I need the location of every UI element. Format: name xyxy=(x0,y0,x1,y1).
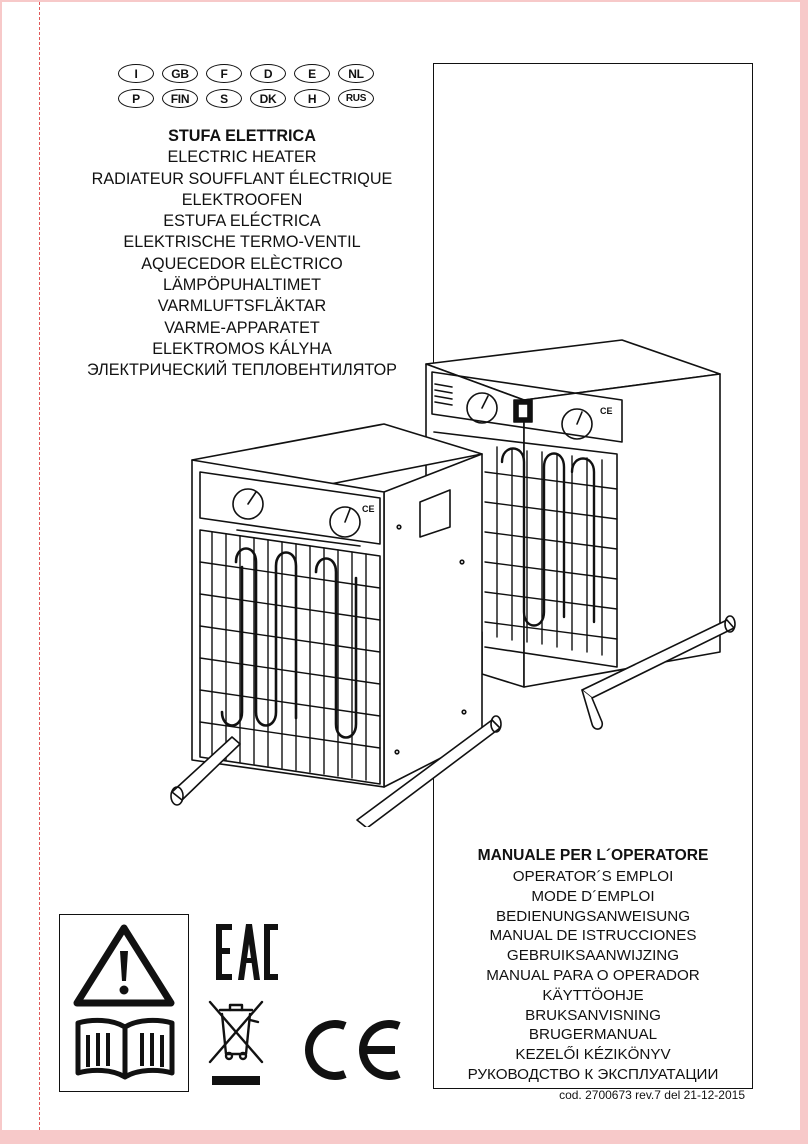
language-code: NL xyxy=(338,64,374,83)
product-title: ELEKTRISCHE TERMO-VENTIL xyxy=(123,233,361,252)
language-code: F xyxy=(206,64,242,83)
manual-title: BRUGERMANUAL xyxy=(528,1026,658,1044)
product-title: ELECTRIC HEATER xyxy=(167,148,317,167)
manual-title: MANUAL DE ISTRUCCIONES xyxy=(489,927,697,945)
manual-title: BEDIENUNGSANWEISUNG xyxy=(495,907,691,925)
front-heater: CE xyxy=(170,423,502,827)
language-code: GB xyxy=(162,64,198,83)
heater-illustration: CE xyxy=(170,339,736,827)
product-title: ELEKTROOFEN xyxy=(181,190,303,209)
language-code: FIN xyxy=(162,89,198,108)
language-code: RUS xyxy=(338,89,374,108)
svg-text:CE: CE xyxy=(600,406,613,416)
product-title: LÄMPÖPUHALTIMET xyxy=(162,276,321,295)
product-title-list: STUFA ELETTRICA ELECTRIC HEATER RADIATEU… xyxy=(57,126,427,382)
manual-title: MODE D´EMPLOI xyxy=(531,887,655,905)
product-title: ЭЛЕКТРИЧЕСКИЙ ТЕПЛОВЕНТИЛЯТОР xyxy=(87,361,397,380)
manual-title: BRUKSANVISNING xyxy=(525,1006,661,1024)
svg-text:CE: CE xyxy=(362,504,375,514)
language-code: D xyxy=(250,64,286,83)
language-code: S xyxy=(206,89,242,108)
manual-title: KEZELŐI KÉZIKÖNYV xyxy=(515,1046,671,1064)
ce-mark xyxy=(305,1020,401,1080)
product-title: AQUECEDOR ELÈCTRICO xyxy=(141,254,343,273)
product-title: RADIATEUR SOUFFLANT ÉLECTRIQUE xyxy=(91,169,393,188)
manual-title: GEBRUIKSAANWIJZING xyxy=(506,947,680,965)
product-title-italian: STUFA ELETTRICA xyxy=(168,127,316,145)
language-code: I xyxy=(118,64,154,83)
language-code: H xyxy=(294,89,330,108)
language-codes-row-2: P FIN S DK H RUS xyxy=(118,89,374,108)
language-code: DK xyxy=(250,89,286,108)
eac-mark xyxy=(216,924,278,980)
crossed-bin-icon xyxy=(208,1000,264,1085)
product-title: ESTUFA ELÉCTRICA xyxy=(163,212,321,231)
product-title: ELEKTROMOS KÁLYHA xyxy=(152,339,332,358)
product-title: VARMLUFTSFLÄKTAR xyxy=(157,297,327,316)
open-book-icon xyxy=(75,1017,175,1080)
document-code: cod. 2700673 rev.7 del 21-12-2015 xyxy=(559,1088,745,1102)
safety-symbols-box xyxy=(59,914,189,1092)
manual-title: KÄYTTÖOHJE xyxy=(542,986,644,1004)
manual-cover: I GB F D E NL P FIN S DK H RUS STUFA ELE… xyxy=(2,2,800,1130)
manual-title-italian: MANUALE PER L´OPERATORE xyxy=(477,847,709,864)
language-codes-row-1: I GB F D E NL xyxy=(118,64,374,83)
language-code: P xyxy=(118,89,154,108)
warning-triangle-icon xyxy=(73,924,175,1007)
manual-title-list: MANUALE PER L´OPERATORE OPERATOR´S EMPLO… xyxy=(434,845,752,1085)
manual-title: MANUAL PARA O OPERADOR xyxy=(486,966,700,984)
product-title: VARME-APPARATET xyxy=(164,318,320,337)
language-code: E xyxy=(294,64,330,83)
manual-title: РУКОВОДСТВО К ЭКСПЛУАТАЦИИ xyxy=(467,1065,719,1083)
manual-title: OPERATOR´S EMPLOI xyxy=(512,868,674,885)
cut-line xyxy=(39,2,40,1130)
